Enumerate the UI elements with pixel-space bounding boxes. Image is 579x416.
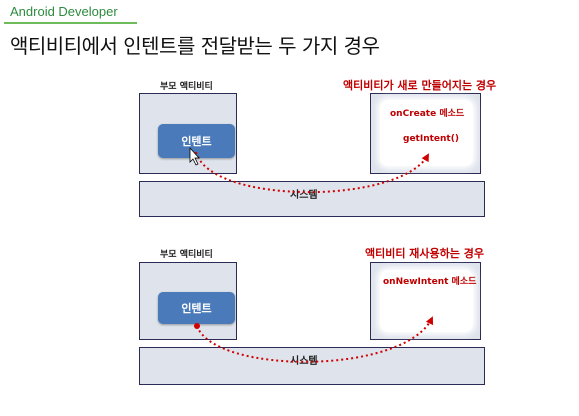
- case2-system-box: [139, 347, 485, 385]
- case1-system-label: 시스템: [290, 190, 318, 201]
- mouse-cursor-icon: [189, 146, 200, 166]
- case2-onnewintent-label: onNewIntent 메소드: [383, 277, 477, 287]
- case2-system-label: 시스템: [290, 356, 318, 367]
- case1-intent-label: 인텐트: [181, 135, 212, 148]
- case1-oncreate-label: onCreate 메소드: [390, 109, 465, 119]
- case1-parent-label: 부모 액티비티: [160, 82, 213, 92]
- case2-arrow-origin-dot: [194, 323, 200, 329]
- case2-caption: 액티비티 재사용하는 경우: [365, 247, 484, 260]
- brand-label: Android Developer: [10, 4, 118, 19]
- case1-caption: 액티비티가 새로 만들어지는 경우: [343, 79, 497, 92]
- case2-intent-button: 인텐트: [158, 292, 235, 324]
- case2-parent-label: 부모 액티비티: [160, 250, 213, 260]
- case1-intent-arrow: [195, 151, 429, 194]
- case1-intent-button: 인텐트: [158, 124, 235, 158]
- case1-getintent-label: getIntent(): [403, 134, 459, 144]
- slide-title: 액티비티에서 인텐트를 전달받는 두 가지 경우: [10, 34, 380, 58]
- case1-system-box: [139, 181, 485, 217]
- case2-intent-label: 인텐트: [181, 302, 212, 315]
- case2-intent-arrow: [196, 316, 434, 363]
- brand-underline: [4, 22, 137, 24]
